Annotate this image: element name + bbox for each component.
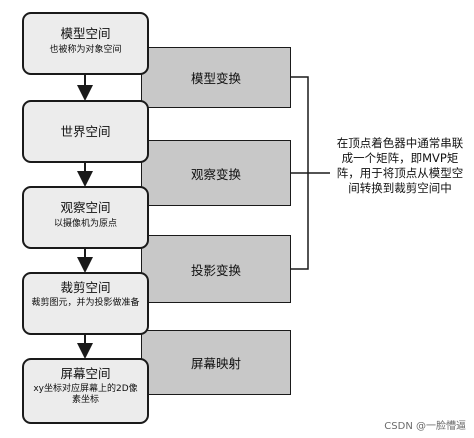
mvp-note: 在顶点着色器中通常串联成一个矩阵，即MVP矩阵，用于将顶点从模型空间转换到裁剪空… — [336, 136, 464, 195]
screen-mapping-label: 屏幕映射 — [190, 356, 241, 371]
world-space-box: 世界空间 — [22, 100, 149, 163]
screen-space-subtitle: xy坐标对应屏幕上的2D像素坐标 — [33, 384, 138, 405]
model-space-title: 模型空间 — [60, 26, 111, 41]
screen-space-box: 屏幕空间 xy坐标对应屏幕上的2D像素坐标 — [22, 358, 149, 424]
screen-space-title: 屏幕空间 — [60, 366, 111, 381]
model-transform-box: 模型变换 — [141, 47, 291, 108]
model-space-subtitle: 也被称为对象空间 — [49, 45, 122, 55]
view-transform-box: 观察变换 — [141, 140, 291, 206]
clip-space-box: 裁剪空间 裁剪图元，并为投影做准备 — [22, 272, 149, 335]
model-transform-label: 模型变换 — [190, 71, 241, 86]
world-space-title: 世界空间 — [60, 124, 111, 139]
view-space-box: 观察空间 以摄像机为原点 — [22, 186, 149, 249]
screen-mapping-box: 屏幕映射 — [141, 330, 291, 395]
view-transform-label: 观察变换 — [190, 166, 241, 182]
projection-transform-label: 投影变换 — [190, 262, 241, 278]
view-space-title: 观察空间 — [60, 200, 111, 215]
projection-transform-box: 投影变换 — [141, 235, 291, 303]
clip-space-subtitle: 裁剪图元，并为投影做准备 — [31, 298, 140, 308]
model-space-box: 模型空间 也被称为对象空间 — [22, 12, 149, 75]
watermark-text: CSDN @一脸懵逼 — [384, 421, 466, 432]
view-space-subtitle: 以摄像机为原点 — [53, 219, 117, 229]
clip-space-title: 裁剪空间 — [60, 280, 111, 295]
